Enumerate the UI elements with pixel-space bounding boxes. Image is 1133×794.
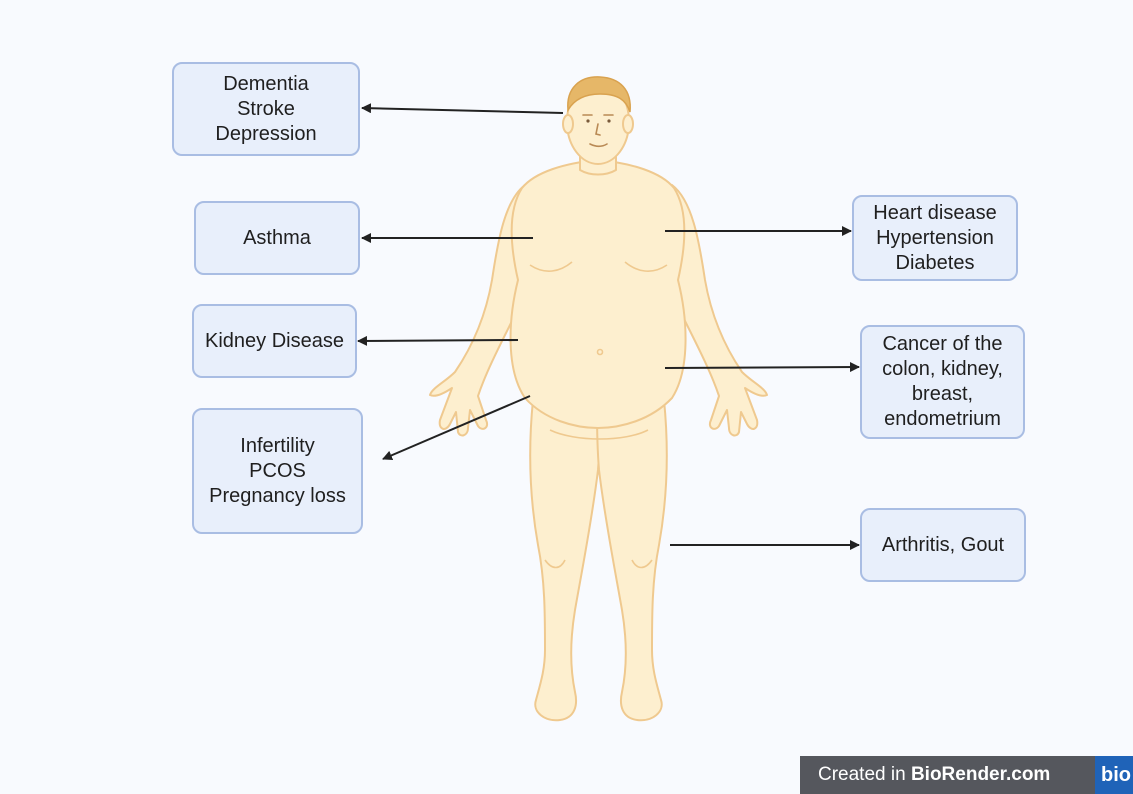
cancer-conditions-box: Cancer of the colon, kidney, breast, end… <box>860 325 1025 439</box>
brain-conditions-box: Dementia Stroke Depression <box>172 62 360 156</box>
box-line: Cancer of the <box>882 332 1002 357</box>
box-line: PCOS <box>249 459 306 484</box>
arrow-brain <box>362 108 563 113</box>
box-line: Diabetes <box>896 251 975 276</box>
box-line: endometrium <box>884 407 1001 432</box>
torso <box>511 160 686 428</box>
arrow-cancer <box>665 367 859 368</box>
box-line: Dementia <box>223 72 309 97</box>
reproductive-conditions-box: Infertility PCOS Pregnancy loss <box>192 408 363 534</box>
joint-conditions-box: Arthritis, Gout <box>860 508 1026 582</box>
attribution-brand: BioRender.com <box>911 764 1050 785</box>
box-line: Hypertension <box>876 226 994 251</box>
biorender-attribution[interactable]: Created in BioRender.com bio <box>800 756 1133 794</box>
heart-conditions-box: Heart disease Hypertension Diabetes <box>852 195 1018 281</box>
lung-conditions-box: Asthma <box>194 201 360 275</box>
box-line: Depression <box>215 122 316 147</box>
box-line: Pregnancy loss <box>209 484 346 509</box>
left-ear <box>563 115 573 133</box>
right-ear <box>623 115 633 133</box>
attribution-prefix: Created in <box>818 764 911 785</box>
biorender-logo-icon[interactable]: bio <box>1095 756 1133 794</box>
box-line: Arthritis, Gout <box>882 533 1004 558</box>
body-figure <box>430 80 767 720</box>
box-line: colon, kidney, <box>882 357 1003 382</box>
box-line: Heart disease <box>873 201 996 226</box>
kidney-conditions-box: Kidney Disease <box>192 304 357 378</box>
arrow-kidney <box>358 340 518 341</box>
box-line: Stroke <box>237 97 295 122</box>
box-line: breast, <box>912 382 973 407</box>
box-line: Asthma <box>243 226 311 251</box>
box-line: Infertility <box>240 434 314 459</box>
attribution-text: Created in BioRender.com <box>800 764 1050 786</box>
box-line: Kidney Disease <box>205 329 344 354</box>
